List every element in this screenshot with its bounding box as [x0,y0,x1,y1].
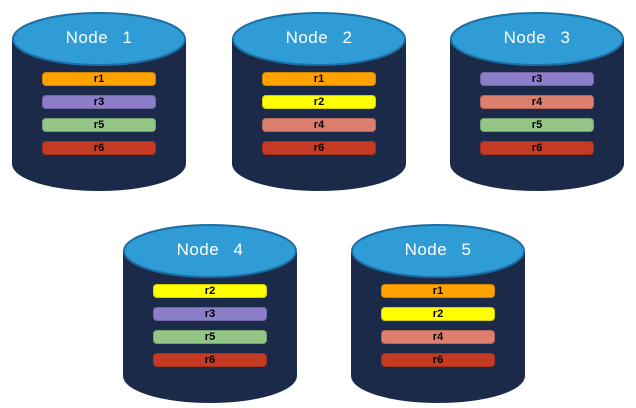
replica-list: r1 r3 r5 r6 [42,72,156,155]
node-title: Node 4 [176,240,244,259]
replica-bar: r6 [262,141,376,155]
replica-bar: r1 [381,284,495,298]
replica-list: r2 r3 r5 r6 [153,284,267,367]
node-title: Node 2 [285,28,353,47]
replica-bar: r4 [262,118,376,132]
replica-bar: r2 [153,284,267,298]
replica-list: r1 r2 r4 r6 [262,72,376,155]
node-4-cylinder: Node 4 r2 r3 r5 r6 [121,222,299,404]
replica-bar: r2 [262,95,376,109]
node-3-cylinder: Node 3 r3 r4 r5 r6 [448,10,626,192]
replica-bar: r3 [42,95,156,109]
node-title: Node 5 [404,240,472,259]
node-5-cylinder: Node 5 r1 r2 r4 r6 [349,222,527,404]
replica-bar: r1 [42,72,156,86]
node-2-cylinder: Node 2 r1 r2 r4 r6 [230,10,408,192]
replica-bar: r4 [381,330,495,344]
replica-bar: r5 [480,118,594,132]
replica-bar: r6 [381,353,495,367]
node-title: Node 3 [503,28,571,47]
replica-list: r1 r2 r4 r6 [381,284,495,367]
node-1-cylinder: Node 1 r1 r3 r5 r6 [10,10,188,192]
replica-bar: r5 [42,118,156,132]
replica-bar: r3 [480,72,594,86]
replica-bar: r2 [381,307,495,321]
replica-bar: r4 [480,95,594,109]
replica-bar: r3 [153,307,267,321]
replica-list: r3 r4 r5 r6 [480,72,594,155]
replica-bar: r1 [262,72,376,86]
replica-bar: r5 [153,330,267,344]
node-title: Node 1 [65,28,133,47]
replica-bar: r6 [480,141,594,155]
replica-bar: r6 [42,141,156,155]
replica-bar: r6 [153,353,267,367]
